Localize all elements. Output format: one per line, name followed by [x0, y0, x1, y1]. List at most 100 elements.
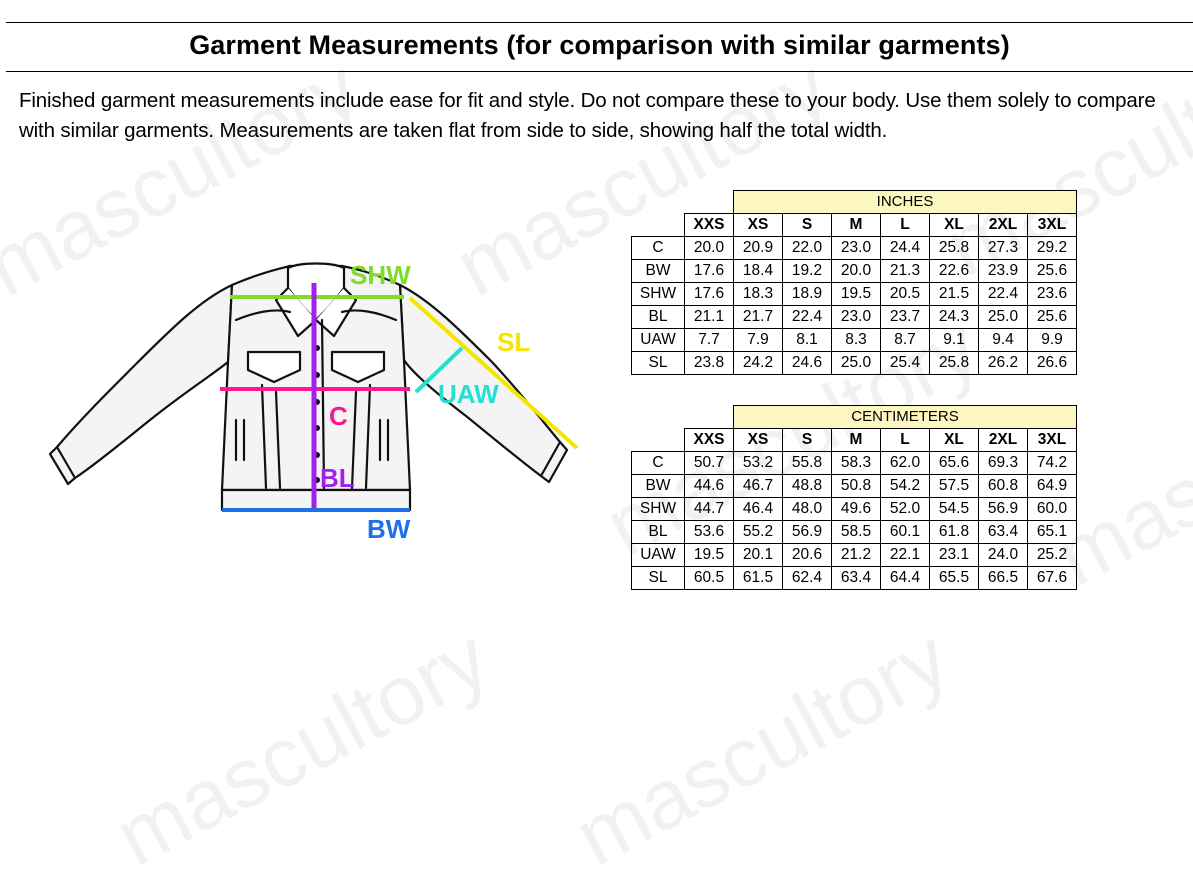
table-cell: 21.7 — [733, 305, 783, 329]
table-cell: 18.9 — [782, 282, 832, 306]
table-row: UAW 19.5 20.1 20.6 21.2 22.1 23.1 24.0 2… — [631, 543, 1077, 567]
table-cell: 17.6 — [684, 259, 734, 283]
table-row: C 20.0 20.9 22.0 23.0 24.4 25.8 27.3 29.… — [631, 236, 1077, 260]
table-cell: 23.9 — [978, 259, 1028, 283]
table-cell: 20.0 — [831, 259, 881, 283]
table-cell: 44.6 — [684, 474, 734, 498]
table-cell: 56.9 — [782, 520, 832, 544]
table-row: SL 60.5 61.5 62.4 63.4 64.4 65.5 66.5 67… — [631, 566, 1077, 590]
table-cell: 60.0 — [1027, 497, 1077, 521]
table-cell: 22.1 — [880, 543, 930, 567]
size-header: 2XL — [978, 213, 1028, 237]
table-cell: 24.2 — [733, 351, 783, 375]
title-bar: Garment Measurements (for comparison wit… — [6, 22, 1193, 72]
table-row: UAW 7.7 7.9 8.1 8.3 8.7 9.1 9.4 9.9 — [631, 328, 1077, 352]
table-cell: 20.9 — [733, 236, 783, 260]
row-label: SHW — [631, 497, 685, 521]
table-cell: 18.4 — [733, 259, 783, 283]
inches-table: INCHES XXS XS S M L XL 2XL 3XL C 20.0 20… — [631, 190, 1077, 375]
table-cell: 56.9 — [978, 497, 1028, 521]
table-cell: 25.0 — [978, 305, 1028, 329]
table-cell: 22.4 — [782, 305, 832, 329]
table-cell: 24.6 — [782, 351, 832, 375]
table-cell: 23.0 — [831, 236, 881, 260]
size-header: XS — [733, 213, 783, 237]
size-header: XXS — [684, 428, 734, 452]
row-label: UAW — [631, 328, 685, 352]
table-cell: 21.2 — [831, 543, 881, 567]
watermark-text: mascultory — [560, 610, 964, 884]
c-label: C — [329, 401, 348, 431]
table-cell: 63.4 — [831, 566, 881, 590]
size-header: S — [782, 428, 832, 452]
table-cell: 22.6 — [929, 259, 979, 283]
table-cell: 22.4 — [978, 282, 1028, 306]
row-label: BW — [631, 259, 685, 283]
shw-label: SHW — [350, 260, 411, 290]
table-cell: 44.7 — [684, 497, 734, 521]
table-cell: 58.5 — [831, 520, 881, 544]
table-cell: 9.4 — [978, 328, 1028, 352]
table-cell: 62.0 — [880, 451, 930, 475]
size-header: M — [831, 428, 881, 452]
row-label: C — [631, 451, 685, 475]
table-cell: 25.4 — [880, 351, 930, 375]
table-cell: 61.8 — [929, 520, 979, 544]
table-cell: 23.1 — [929, 543, 979, 567]
size-header: 3XL — [1027, 213, 1077, 237]
table-row: BW 17.6 18.4 19.2 20.0 21.3 22.6 23.9 25… — [631, 259, 1077, 283]
table-cell: 19.2 — [782, 259, 832, 283]
table-cell: 25.6 — [1027, 259, 1077, 283]
table-cell: 50.8 — [831, 474, 881, 498]
table-cell: 64.9 — [1027, 474, 1077, 498]
table-cell: 9.9 — [1027, 328, 1077, 352]
table-cell: 21.5 — [929, 282, 979, 306]
table-row: SHW 17.6 18.3 18.9 19.5 20.5 21.5 22.4 2… — [631, 282, 1077, 306]
size-header: L — [880, 428, 930, 452]
size-header: 2XL — [978, 428, 1028, 452]
table-cell: 57.5 — [929, 474, 979, 498]
row-label: C — [631, 236, 685, 260]
table-row: BL 53.6 55.2 56.9 58.5 60.1 61.8 63.4 65… — [631, 520, 1077, 544]
size-header: XXS — [684, 213, 734, 237]
centimeters-table: CENTIMETERS XXS XS S M L XL 2XL 3XL C 50… — [631, 405, 1077, 590]
table-row: SL 23.8 24.2 24.6 25.0 25.4 25.8 26.2 26… — [631, 351, 1077, 375]
size-header: S — [782, 213, 832, 237]
table-cell: 49.6 — [831, 497, 881, 521]
table-cell: 52.0 — [880, 497, 930, 521]
table-cell: 25.8 — [929, 236, 979, 260]
table-cell: 67.6 — [1027, 566, 1077, 590]
bw-label: BW — [367, 514, 411, 540]
table-row: C 50.7 53.2 55.8 58.3 62.0 65.6 69.3 74.… — [631, 451, 1077, 475]
table-cell: 8.7 — [880, 328, 930, 352]
table-cell: 54.2 — [880, 474, 930, 498]
table-row: BW 44.6 46.7 48.8 50.8 54.2 57.5 60.8 64… — [631, 474, 1077, 498]
table-cell: 26.2 — [978, 351, 1028, 375]
table-cell: 7.9 — [733, 328, 783, 352]
table-cell: 60.1 — [880, 520, 930, 544]
table-cell: 58.3 — [831, 451, 881, 475]
row-label: BL — [631, 520, 685, 544]
table-cell: 20.1 — [733, 543, 783, 567]
size-header: L — [880, 213, 930, 237]
table-cell: 24.3 — [929, 305, 979, 329]
centimeters-unit-header: CENTIMETERS — [733, 405, 1077, 429]
table-cell: 54.5 — [929, 497, 979, 521]
table-cell: 24.0 — [978, 543, 1028, 567]
table-row: BL 21.1 21.7 22.4 23.0 23.7 24.3 25.0 25… — [631, 305, 1077, 329]
bl-label: BL — [320, 463, 355, 493]
sl-label: SL — [497, 327, 530, 357]
table-cell: 7.7 — [684, 328, 734, 352]
table-cell: 23.0 — [831, 305, 881, 329]
sl-line — [408, 296, 579, 450]
table-cell: 53.6 — [684, 520, 734, 544]
uaw-label: UAW — [438, 379, 499, 409]
table-cell: 24.4 — [880, 236, 930, 260]
table-cell: 21.3 — [880, 259, 930, 283]
size-header: XS — [733, 428, 783, 452]
inches-unit-header: INCHES — [733, 190, 1077, 214]
inches-size-row: XXS XS S M L XL 2XL 3XL — [632, 213, 1077, 237]
table-cell: 23.8 — [684, 351, 734, 375]
table-cell: 65.1 — [1027, 520, 1077, 544]
table-cell: 23.7 — [880, 305, 930, 329]
